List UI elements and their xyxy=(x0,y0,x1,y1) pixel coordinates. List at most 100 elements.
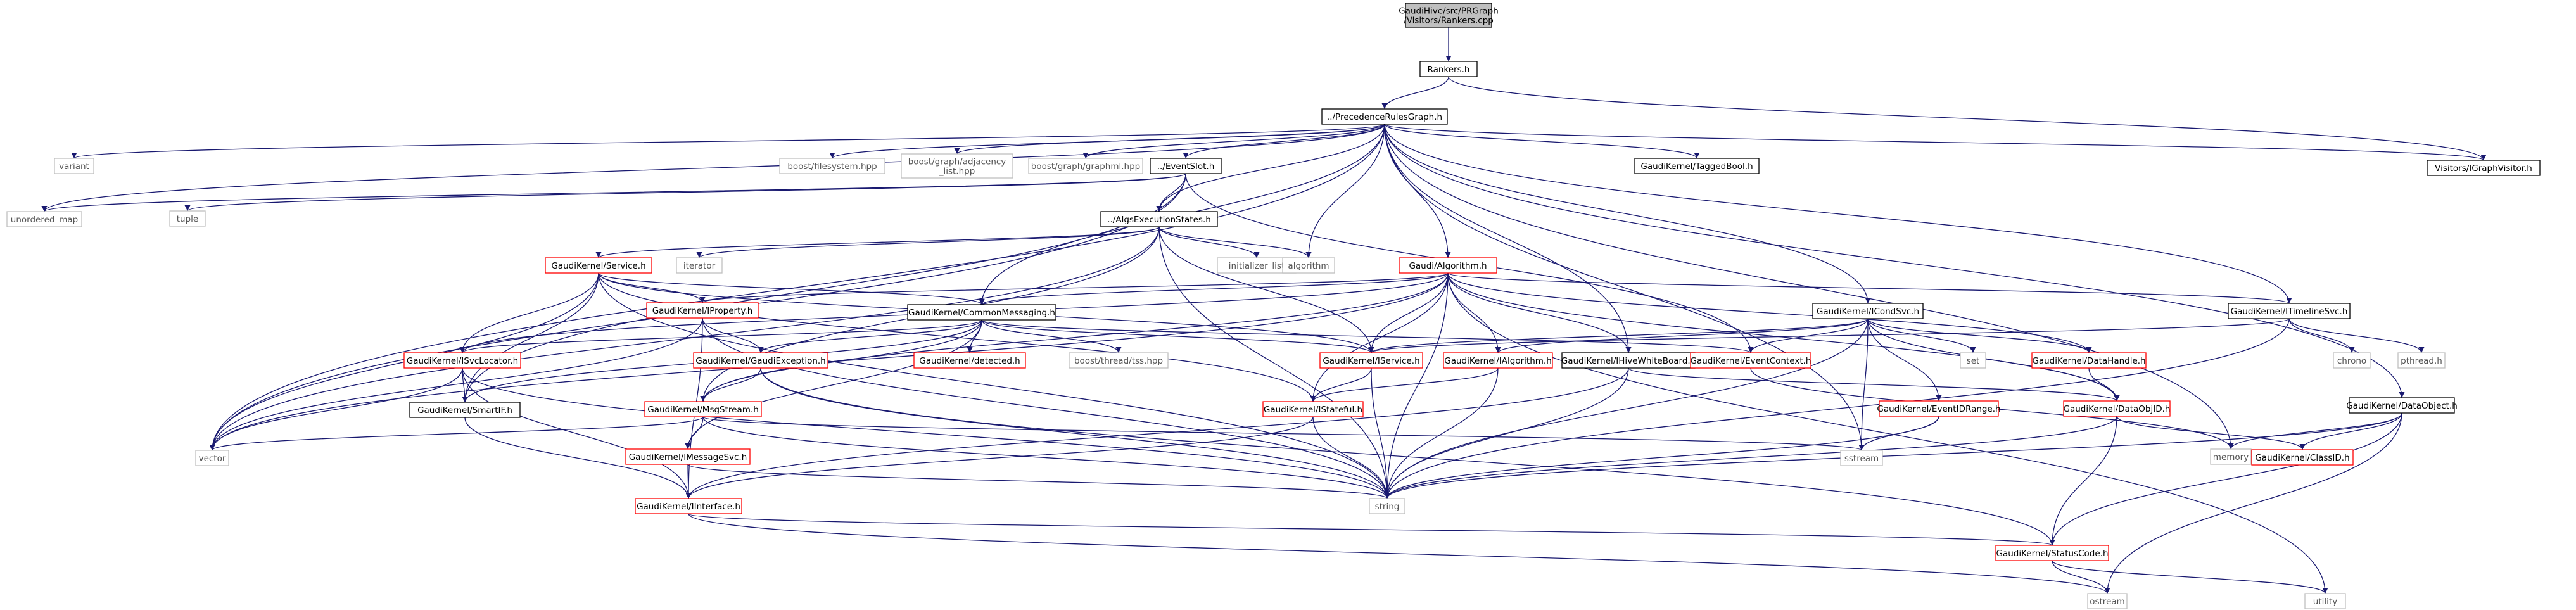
node-gaudikernel-msgstream-h[interactable]: GaudiKernel/MsgStream.h xyxy=(644,401,762,417)
edge-rankers-to-prg xyxy=(1381,76,1449,110)
edge-icond-to-dobjid xyxy=(1867,318,2120,402)
node-label: Visitors/IGraphVisitor.h xyxy=(2435,163,2532,174)
node-gaudikernel-smartif-h[interactable]: GaudiKernel/SmartIF.h xyxy=(409,402,521,418)
node-gaudikernel-ialgorithm-h[interactable]: GaudiKernel/IAlgorithm.h xyxy=(1443,352,1553,369)
node-label: ../AlgsExecutionStates.h xyxy=(1107,215,1211,225)
node-gaudikernel-iproperty-h[interactable]: GaudiKernel/IProperty.h xyxy=(646,302,759,319)
node-gaudikernel-taggedbool-h[interactable]: GaudiKernel/TaggedBool.h xyxy=(1634,158,1760,174)
edge-dobjid-to-string xyxy=(1384,416,2117,499)
node-gaudikernel-detected-h[interactable]: GaudiKernel/detected.h xyxy=(913,352,1026,369)
node-gaudikernel-eventidrange-h[interactable]: GaudiKernel/EventIDRange.h xyxy=(1877,400,2001,417)
node-box xyxy=(635,498,742,514)
node-box xyxy=(1282,257,1335,274)
edge-prg-to-umap xyxy=(41,124,1385,212)
edge-mstream-to-sstream xyxy=(702,416,1864,451)
edge-ihwb-to-string xyxy=(1384,367,1629,499)
node-label: GaudiKernel/IService.h xyxy=(1323,356,1419,366)
node-box xyxy=(1100,211,1218,227)
node-box xyxy=(409,402,521,418)
node-algsexecutionstates-h[interactable]: ../AlgsExecutionStates.h xyxy=(1100,211,1218,227)
node-label: algorithm xyxy=(1288,261,1329,271)
node-gaudikernel-datahandle-h[interactable]: GaudiKernel/DataHandle.h xyxy=(2031,352,2147,369)
edge-cmsg-to-isl xyxy=(459,319,982,353)
edge-eslot-to-tuple xyxy=(184,173,1186,212)
node-gaudikernel-iinterface-h[interactable]: GaudiKernel/IInterface.h xyxy=(635,498,742,514)
node-box xyxy=(1319,352,1423,369)
node-box xyxy=(2427,160,2541,176)
node-box xyxy=(907,304,1056,321)
node-gaudikernel-istateful-h[interactable]: GaudiKernel/IStateful.h xyxy=(1262,401,1364,417)
edge-cmsg-to-mstream xyxy=(700,319,982,402)
edge-mstream-to-imsg xyxy=(685,416,704,450)
edge-prg-to-algo xyxy=(1305,124,1385,258)
node-gaudihive-src-prgraph-visitors-rankers-cpp[interactable]: GaudiHive/src/PRGraph/Visitors/Rankers.c… xyxy=(1399,3,1499,28)
edge-gexc-to-string xyxy=(760,367,1390,499)
node-box xyxy=(779,158,885,174)
node-gaudi-algorithm-h[interactable]: Gaudi/Algorithm.h xyxy=(1399,257,1497,274)
node-box xyxy=(1634,158,1760,174)
node-gaudikernel-itimelinesvc-h[interactable]: GaudiKernel/ITimelineSvc.h xyxy=(2228,303,2351,319)
node-gaudikernel-icondsvc-h[interactable]: GaudiKernel/ICondSvc.h xyxy=(1812,303,1924,319)
node-gaudikernel-statuscode-h[interactable]: GaudiKernel/StatusCode.h xyxy=(1995,545,2109,561)
edge-isl-to-iiface xyxy=(462,367,692,499)
node-visitors-igraphvisitor-h[interactable]: Visitors/IGraphVisitor.h xyxy=(2427,160,2541,176)
node-precedencerulesgraph-h[interactable]: ../PrecedenceRulesGraph.h xyxy=(1321,108,1448,125)
edge-prg-to-icond xyxy=(1384,124,1871,304)
node-label: string xyxy=(1375,502,1400,512)
edge-galg-to-iprop xyxy=(699,272,1449,303)
node-box xyxy=(2031,352,2147,369)
node-box xyxy=(1812,303,1924,319)
node-boost-thread-tss-hpp: boost/thread/tss.hpp xyxy=(1069,352,1169,369)
node-box xyxy=(1419,61,1478,77)
node-gaudikernel-commonmessaging-h[interactable]: GaudiKernel/CommonMessaging.h xyxy=(907,304,1056,321)
edge-dobj-to-ostream xyxy=(2104,412,2402,594)
node-label: boost/thread/tss.hpp xyxy=(1074,356,1163,366)
edge-isl-to-vector xyxy=(209,367,463,451)
node-gaudikernel-imessagesvc-h[interactable]: GaudiKernel/IMessageSvc.h xyxy=(625,448,751,465)
node-box xyxy=(403,352,521,369)
node-box xyxy=(2349,397,2455,414)
node-box xyxy=(1443,352,1553,369)
node-box xyxy=(625,448,751,465)
node-gaudikernel-dataobject-h[interactable]: GaudiKernel/DataObject.h xyxy=(2346,397,2458,414)
node-rankers-h[interactable]: Rankers.h xyxy=(1419,61,1478,77)
node-label: iterator xyxy=(683,261,716,271)
node-utility: utility xyxy=(2304,593,2346,609)
node-gaudikernel-gaudiexception-h[interactable]: GaudiKernel/GaudiException.h xyxy=(693,352,828,369)
node-box xyxy=(2087,593,2128,609)
node-gaudikernel-iservice-h[interactable]: GaudiKernel/IService.h xyxy=(1319,352,1423,369)
edge-prg-to-dobj xyxy=(1384,124,2405,398)
node-label: boost/filesystem.hpp xyxy=(787,162,877,172)
node-gaudikernel-ihivewhiteboard-h[interactable]: GaudiKernel/IHiveWhiteBoard.h xyxy=(1561,352,1696,369)
node-gaudikernel-service-h[interactable]: GaudiKernel/Service.h xyxy=(545,257,652,274)
edge-cmsg-to-imsg xyxy=(685,319,982,450)
node-label: GaudiKernel/TaggedBool.h xyxy=(1640,162,1753,172)
edge-aes-to-iter xyxy=(696,226,1160,258)
node-gaudikernel-isvclocator-h[interactable]: GaudiKernel/ISvcLocator.h xyxy=(403,352,521,369)
node-gaudikernel-classid-h[interactable]: GaudiKernel/ClassID.h xyxy=(2251,449,2354,466)
edge-dobjid-to-clid xyxy=(2116,416,2306,450)
node-label: ../PrecedenceRulesGraph.h xyxy=(1327,112,1442,122)
node-label: GaudiKernel/Service.h xyxy=(551,261,645,271)
node-label: GaudiKernel/ClassID.h xyxy=(2255,453,2349,463)
node-eventslot-h[interactable]: ../EventSlot.h xyxy=(1150,158,1222,174)
edge-prg-to-variant xyxy=(72,124,1385,159)
node-label: GaudiKernel/DataObject.h xyxy=(2346,401,2458,411)
edge-svc-to-istate xyxy=(598,272,1316,402)
node-label: GaudiHive/src/PRGraph xyxy=(1399,6,1499,16)
node-label: ostream xyxy=(2090,597,2125,607)
node-gaudikernel-dataobjid-h[interactable]: GaudiKernel/DataObjID.h xyxy=(2063,400,2171,417)
node-label: GaudiKernel/MsgStream.h xyxy=(647,405,759,415)
edge-cmsg-to-btss xyxy=(981,319,1122,353)
node-box xyxy=(2063,400,2171,417)
node-gaudikernel-eventcontext-h[interactable]: GaudiKernel/EventContext.h xyxy=(1690,352,1811,369)
edge-prg-to-itl xyxy=(1384,124,2292,304)
node-box xyxy=(1690,352,1811,369)
edge-prg-to-badj xyxy=(954,124,1385,155)
node-set: set xyxy=(1960,352,1986,369)
edge-iiface-to-sc xyxy=(688,513,2055,546)
node-box xyxy=(6,211,82,227)
edge-dobj-to-sc xyxy=(2049,412,2402,546)
node-box xyxy=(1150,158,1222,174)
edge-svc-to-cmsg xyxy=(598,272,985,305)
